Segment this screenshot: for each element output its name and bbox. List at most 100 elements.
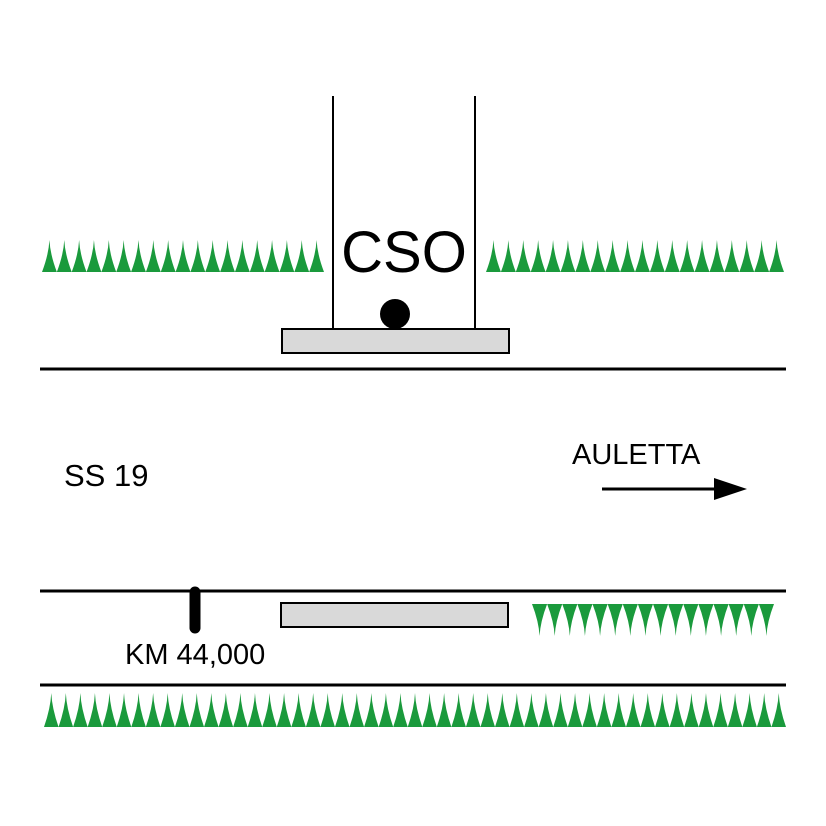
vegetation-symbol-icon: [509, 693, 525, 727]
vegetation-symbol-icon: [758, 604, 774, 636]
vegetation-symbol-icon: [145, 693, 161, 727]
vegetation-symbol-icon: [668, 604, 684, 636]
vegetation-symbol-icon: [727, 693, 743, 727]
vegetation-symbol-icon: [220, 240, 235, 272]
vegetation-symbol-icon: [567, 693, 583, 727]
vegetation-symbol-icon: [611, 693, 626, 727]
vegetation-symbol-icon: [131, 240, 146, 272]
vegetation-symbol-icon: [664, 240, 680, 272]
vegetation-symbol-icon: [86, 240, 102, 272]
vegetation-symbol-icon: [364, 693, 379, 727]
vegetation-symbol-icon: [160, 693, 175, 727]
vegetation-symbol-icon: [495, 693, 510, 727]
vegetation-symbol-icon: [480, 693, 496, 727]
vegetation-symbol-icon: [756, 693, 772, 727]
vegetation-symbol-icon: [607, 604, 623, 636]
vegetation-symbol-icon: [486, 240, 501, 272]
road-label: SS 19: [64, 458, 148, 493]
vegetation-symbol-icon: [205, 240, 221, 272]
vegetation-symbol-icon: [58, 693, 74, 727]
vegetation-symbol-icon: [575, 240, 591, 272]
vegetation-symbol-icon: [562, 604, 578, 636]
vegetation-symbol-icon: [698, 693, 714, 727]
vegetation-symbol-icon: [679, 240, 695, 272]
vegetation-symbol-icon: [436, 693, 452, 727]
station-marker-icon: [380, 299, 410, 329]
vegetation-symbol-icon: [577, 604, 593, 636]
vegetation-symbol-icon: [620, 240, 635, 272]
vegetation-symbol-icon: [116, 693, 132, 727]
vegetation-symbol-icon: [683, 604, 699, 636]
vegetation-symbol-icon: [249, 240, 265, 272]
vegetation-symbol-icon: [669, 693, 685, 727]
vegetation-symbol-icon: [622, 604, 638, 636]
vegetation-symbol-icon: [44, 693, 59, 727]
vegetation-symbol-icon: [771, 693, 786, 727]
kilometer-label: KM 44,000: [125, 639, 265, 671]
upper-platform: [281, 328, 510, 354]
vegetation-symbol-icon: [234, 240, 250, 272]
vegetation-symbol-icon: [605, 240, 621, 272]
vegetation-symbol-icon: [500, 240, 516, 272]
vegetation-symbol-icon: [728, 604, 744, 636]
vegetation-symbol-icon: [538, 693, 554, 727]
vegetation-symbol-icon: [684, 693, 699, 727]
vegetation-symbol-icon: [713, 604, 729, 636]
vegetation-symbol-icon: [102, 693, 117, 727]
vegetation-symbol-icon: [742, 693, 757, 727]
vegetation-symbol-icon: [451, 693, 466, 727]
vegetation-symbol-icon: [754, 240, 770, 272]
vegetation-symbol-icon: [694, 240, 710, 272]
vegetation-symbol-icon: [116, 240, 132, 272]
vegetation-symbol-icon: [655, 693, 670, 727]
vegetation-symbol-icon: [247, 693, 263, 727]
vegetation-symbol-icon: [189, 693, 205, 727]
vegetation-symbol-icon: [545, 240, 561, 272]
vegetation-symbol-icon: [160, 240, 176, 272]
vegetation-symbol-icon: [524, 693, 539, 727]
vegetation-symbol-icon: [649, 240, 665, 272]
vegetation-symbol-icon: [378, 693, 394, 727]
vegetation-symbol-icon: [233, 693, 248, 727]
vegetation-symbol-icon: [625, 693, 641, 727]
vegetation-symbol-icon: [592, 604, 608, 636]
vegetation-symbol-icon: [291, 693, 306, 727]
vegetation-symbol-icon: [560, 240, 576, 272]
vegetation-symbol-icon: [175, 240, 191, 272]
vegetation-symbol-icon: [532, 604, 548, 636]
vegetation-symbol-icon: [276, 693, 292, 727]
vegetation-symbol-icon: [635, 240, 650, 272]
direction-label: AULETTA: [572, 439, 701, 471]
vegetation-symbol-icon: [653, 604, 669, 636]
vegetation-symbol-icon: [334, 693, 350, 727]
vegetation-symbol-icon: [713, 693, 728, 727]
lower-platform: [280, 602, 509, 628]
vegetation-symbol-icon: [204, 693, 219, 727]
vegetation-symbol-icon: [393, 693, 408, 727]
vegetation-strip-upper-right: [486, 240, 784, 272]
vegetation-symbol-icon: [637, 604, 653, 636]
vegetation-strip-bottom: [44, 693, 786, 727]
vegetation-symbol-icon: [739, 240, 755, 272]
site-label: CSO: [341, 220, 467, 285]
vegetation-symbol-icon: [547, 604, 563, 636]
vegetation-symbol-icon: [131, 693, 146, 727]
vegetation-symbol-icon: [349, 693, 365, 727]
vegetation-symbol-icon: [596, 693, 612, 727]
direction-arrow-icon: [602, 478, 747, 500]
vegetation-symbol-icon: [174, 693, 190, 727]
vegetation-symbol-icon: [553, 693, 568, 727]
vegetation-symbol-icon: [709, 240, 725, 272]
vegetation-symbol-icon: [515, 240, 531, 272]
vegetation-symbol-icon: [465, 693, 481, 727]
vegetation-symbol-icon: [743, 604, 759, 636]
vegetation-symbol-icon: [640, 693, 656, 727]
vegetation-symbol-icon: [87, 693, 103, 727]
vegetation-symbol-icon: [279, 240, 295, 272]
vegetation-symbol-icon: [190, 240, 206, 272]
vegetation-symbol-icon: [262, 693, 277, 727]
vegetation-symbol-icon: [698, 604, 714, 636]
vegetation-symbol-icon: [264, 240, 280, 272]
vegetation-symbol-icon: [145, 240, 161, 272]
